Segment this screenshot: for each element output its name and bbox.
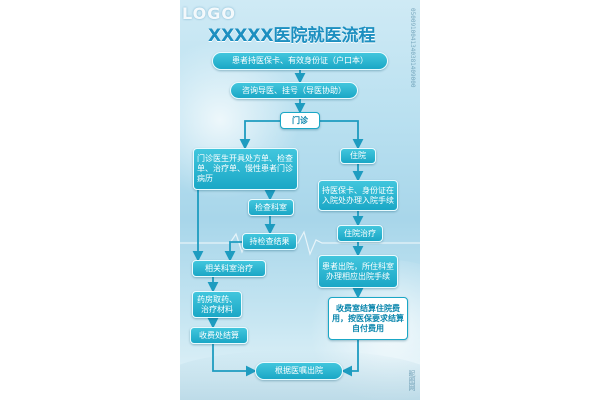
step-with-results: 持检查结果 <box>242 233 297 250</box>
step-inpatient: 住院 <box>340 148 376 164</box>
watermark-brand: 昵图网 <box>408 370 416 391</box>
poster-title: XXXXX医院就医流程 <box>208 26 376 46</box>
arrow-outpatient-right <box>320 120 364 150</box>
step-exam-dept: 检查科室 <box>248 199 294 216</box>
step-cashier: 收费处结算 <box>190 327 248 344</box>
step-pharmacy: 药房取药、治疗材料 <box>192 291 242 318</box>
arrow-outpatient-left <box>239 120 280 150</box>
arrow-billing-to-final <box>341 340 359 377</box>
arrow-results-to-treatment <box>224 241 242 262</box>
watermark-id: 0500910041340381409000 <box>409 8 416 88</box>
step-outpatient: 门诊 <box>280 112 320 129</box>
step-discharge: 患者出院，所住科室办理相应出院手续 <box>318 255 398 288</box>
step-dept-treatment: 相关科室治疗 <box>192 260 266 277</box>
logo: LOGO <box>182 4 236 23</box>
step-admission: 持医保卡、身份证在入院处办理入院手续 <box>318 180 398 211</box>
step-doctor-orders: 门诊医生开具处方单、检查单、治疗单、慢性患者门诊病历 <box>193 148 298 190</box>
step-hospital-treatment: 住院治疗 <box>337 225 383 242</box>
step-consult: 咨询导医、挂号（导医协助） <box>230 82 358 99</box>
step-final: 根据医嘱出院 <box>255 362 343 380</box>
arrow-cashier-to-final <box>212 344 257 377</box>
step-start: 患者持医保卡、有效身份证（户口本） <box>212 52 388 70</box>
step-inpatient-billing: 收费室结算住院费用，按医保要求结算自付费用 <box>328 297 408 340</box>
